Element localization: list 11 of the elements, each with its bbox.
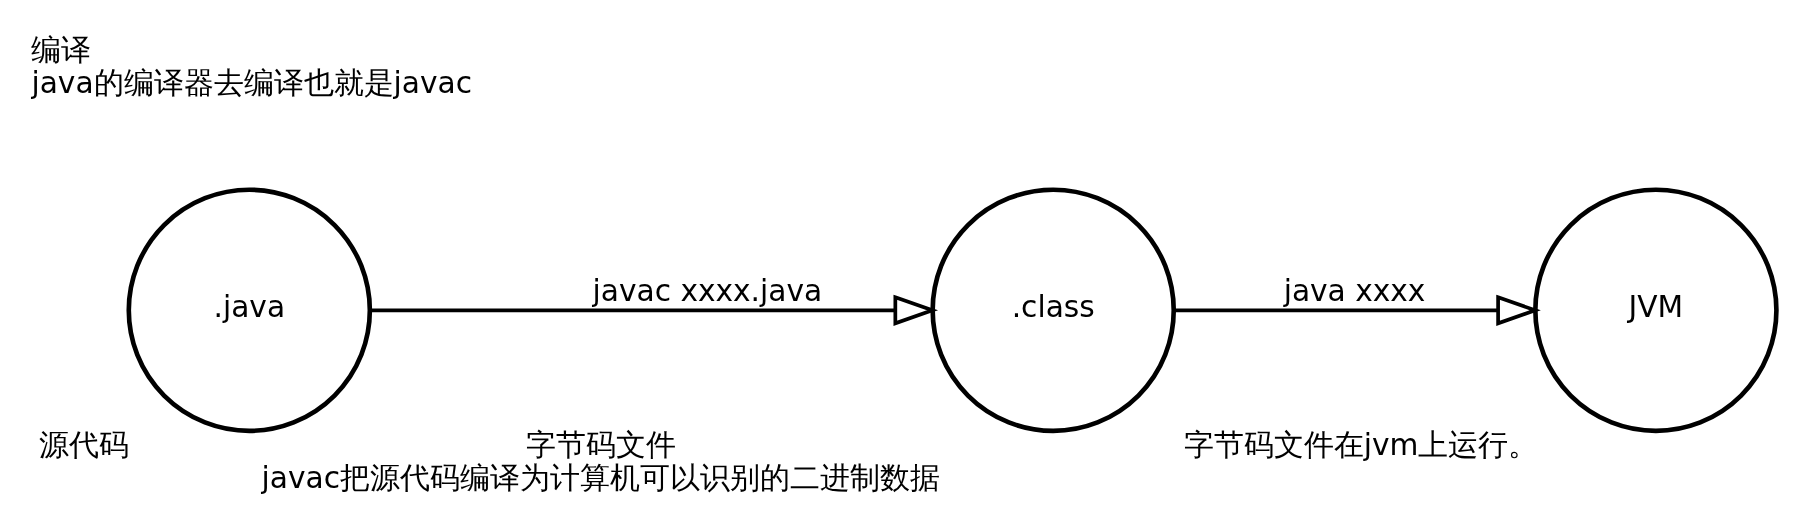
node-label: 字节码文件	[525, 426, 676, 462]
node-circle: .class	[930, 186, 1177, 433]
edge-label: javac xxxx.java	[592, 272, 823, 308]
label: java的编译器去编译也就是javac	[31, 64, 472, 100]
label: 编译	[31, 31, 92, 67]
arrow	[1174, 294, 1541, 326]
arrow	[370, 294, 939, 326]
node-label: javac把源代码编译为计算机可以识别的二进制数据	[261, 459, 940, 495]
node-circle: JVM	[1533, 186, 1779, 433]
edge-label: java xxxx	[1283, 272, 1426, 308]
node-circle: .java	[126, 186, 373, 433]
